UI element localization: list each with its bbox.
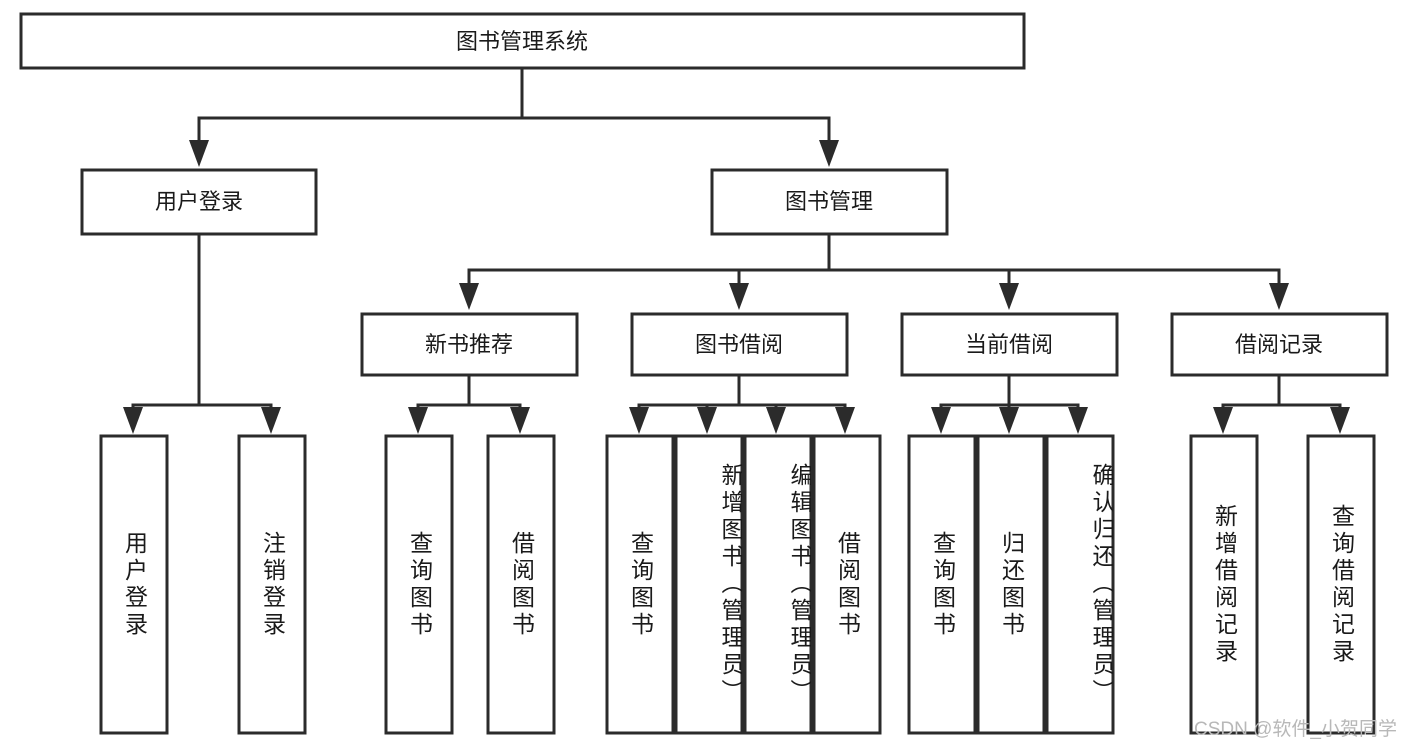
node-book-borrow-label: 图书借阅 [695, 332, 783, 357]
node-root-label: 图书管理系统 [456, 29, 588, 54]
node-user-login-box[interactable] [80, 168, 318, 236]
leaf-current-borrow-2-label: 归还图书 [998, 530, 1025, 639]
node-book-management[interactable]: 图书管理 [710, 168, 949, 236]
node-book-management-box[interactable] [710, 168, 949, 236]
leaf-borrow-record-1-text-area: 新增借阅记录 [1211, 503, 1238, 666]
leaf-borrow-record-2-text-area: 查询借阅记录 [1328, 503, 1355, 666]
arrow-to-user-login [189, 140, 209, 167]
leaf-current-borrow-3-text-area: 确认归还（管理员） [1089, 463, 1113, 706]
node-user-login[interactable]: 用户登录 [80, 168, 318, 236]
leaf-current-borrow-2[interactable]: 归还图书 [976, 434, 1046, 735]
leaf-user-login-2-box[interactable] [237, 434, 307, 735]
leaf-current-borrow-1-box[interactable] [907, 434, 977, 735]
arrow-bookborrow-leaf-1 [629, 407, 649, 434]
leaf-book-borrow-4-label: 借阅图书 [834, 530, 861, 639]
leaf-borrow-record-1-label: 新增借阅记录 [1211, 503, 1238, 666]
leaf-current-borrow-3-label: 确认归还（管理员） [1089, 463, 1113, 706]
leaf-borrow-record-2[interactable]: 查询借阅记录 [1306, 434, 1376, 735]
arrow-to-new-book [459, 283, 479, 310]
node-new-book-recommend-box[interactable] [360, 312, 579, 377]
leaf-current-borrow-1[interactable]: 查询图书 [907, 434, 977, 735]
leaf-book-borrow-1[interactable]: 查询图书 [605, 434, 675, 735]
leaf-book-borrow-2-text-area: 新增图书（管理员） [718, 463, 742, 706]
leaf-current-borrow-1-text-area: 查询图书 [929, 530, 956, 639]
node-root-box[interactable] [19, 12, 1026, 70]
leaf-current-borrow-2-box[interactable] [976, 434, 1046, 735]
leaf-book-borrow-1-box[interactable] [605, 434, 675, 735]
arrow-bookborrow-leaf-3 [766, 407, 786, 434]
leaf-new-book-2-label: 借阅图书 [508, 530, 535, 639]
leaf-new-book-1-label: 查询图书 [406, 530, 433, 639]
arrow-to-book-borrow [729, 283, 749, 310]
connector-layer [123, 66, 1350, 434]
node-book-borrow-box[interactable] [630, 312, 849, 377]
leaf-user-login-2[interactable]: 注销登录 [237, 434, 307, 735]
leaf-book-borrow-3[interactable]: 编辑图书（管理员） [743, 434, 813, 735]
arrow-to-book-mgmt [819, 140, 839, 167]
node-current-borrow-label: 当前借阅 [965, 332, 1053, 357]
leaf-new-book-1-box[interactable] [384, 434, 454, 735]
arrow-newbook-leaf-2 [510, 407, 530, 434]
arrow-borrowrecord-leaf-2 [1330, 407, 1350, 434]
arrow-userlogin-leaf-2 [261, 407, 281, 434]
leaf-book-borrow-4-text-area: 借阅图书 [834, 530, 861, 639]
arrow-bookborrow-leaf-4 [835, 407, 855, 434]
arrow-currentborrow-leaf-1 [931, 407, 951, 434]
leaf-book-borrow-3-label: 编辑图书（管理员） [787, 463, 811, 706]
leaf-user-login-1-text-area: 用户登录 [121, 530, 148, 639]
node-borrow-record[interactable]: 借阅记录 [1170, 312, 1389, 377]
arrow-to-current-borrow [999, 283, 1019, 310]
arrow-bookborrow-leaf-2 [697, 407, 717, 434]
arrow-newbook-leaf-1 [408, 407, 428, 434]
leaf-borrow-record-2-box[interactable] [1306, 434, 1376, 735]
leaf-user-login-1-box[interactable] [99, 434, 169, 735]
leaf-current-borrow-1-label: 查询图书 [929, 530, 956, 639]
node-book-borrow[interactable]: 图书借阅 [630, 312, 849, 377]
arrow-userlogin-leaf-1 [123, 407, 143, 434]
leaf-user-login-2-text-area: 注销登录 [259, 530, 286, 639]
node-user-login-label: 用户登录 [155, 189, 243, 214]
leaf-borrow-record-2-label: 查询借阅记录 [1328, 503, 1355, 666]
leaf-user-login-2-label: 注销登录 [259, 530, 286, 639]
leaf-current-borrow-2-text-area: 归还图书 [998, 530, 1025, 639]
leaf-book-borrow-3-text-area: 编辑图书（管理员） [787, 463, 811, 706]
arrow-borrowrecord-leaf-1 [1213, 407, 1233, 434]
node-root[interactable]: 图书管理系统 [19, 12, 1026, 70]
node-borrow-record-label: 借阅记录 [1235, 332, 1323, 357]
leaf-book-borrow-2[interactable]: 新增图书（管理员） [674, 434, 744, 735]
leaf-book-borrow-1-label: 查询图书 [627, 530, 654, 639]
node-book-management-label: 图书管理 [785, 189, 873, 214]
leaf-borrow-record-1[interactable]: 新增借阅记录 [1189, 434, 1259, 735]
leaf-current-borrow-3[interactable]: 确认归还（管理员） [1045, 434, 1115, 735]
leaf-user-login-1[interactable]: 用户登录 [99, 434, 169, 735]
leaf-new-book-1-text-area: 查询图书 [406, 530, 433, 639]
leaf-new-book-2-box[interactable] [486, 434, 556, 735]
leaf-new-book-2-text-area: 借阅图书 [508, 530, 535, 639]
arrow-currentborrow-leaf-2 [999, 407, 1019, 434]
leaf-book-borrow-4[interactable]: 借阅图书 [812, 434, 882, 735]
leaf-user-login-1-label: 用户登录 [121, 530, 148, 639]
node-new-book-recommend[interactable]: 新书推荐 [360, 312, 579, 377]
node-current-borrow[interactable]: 当前借阅 [900, 312, 1119, 377]
arrow-currentborrow-leaf-3 [1068, 407, 1088, 434]
arrow-to-borrow-record [1269, 283, 1289, 310]
leaf-current-borrow-3-box[interactable] [1045, 434, 1115, 735]
leaf-new-book-1[interactable]: 查询图书 [384, 434, 454, 735]
node-current-borrow-box[interactable] [900, 312, 1119, 377]
leaf-book-borrow-2-label: 新增图书（管理员） [718, 463, 742, 706]
leaf-book-borrow-2-box[interactable] [674, 434, 744, 735]
leaf-book-borrow-1-text-area: 查询图书 [627, 530, 654, 639]
node-borrow-record-box[interactable] [1170, 312, 1389, 377]
leaf-new-book-2[interactable]: 借阅图书 [486, 434, 556, 735]
leaf-book-borrow-3-box[interactable] [743, 434, 813, 735]
node-new-book-recommend-label: 新书推荐 [425, 332, 513, 357]
leaf-borrow-record-1-box[interactable] [1189, 434, 1259, 735]
leaf-book-borrow-4-box[interactable] [812, 434, 882, 735]
